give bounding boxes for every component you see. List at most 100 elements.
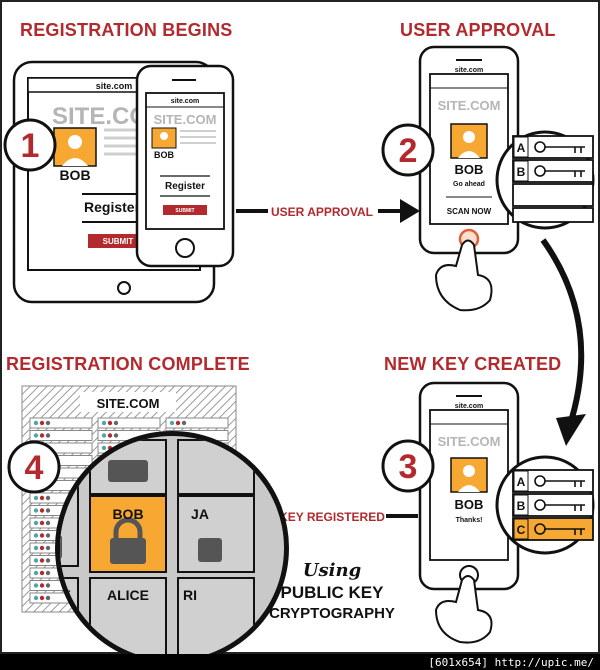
step-3-title: NEW KEY CREATED	[384, 354, 562, 374]
server-led	[113, 433, 119, 438]
arrow-user-approval: USER APPROVAL	[236, 199, 420, 223]
tablet-submit-button	[88, 234, 148, 248]
phone1-register-heading: Register	[165, 181, 205, 192]
server-led	[101, 433, 107, 438]
server-led	[33, 583, 39, 588]
lens-user-ri: RI	[183, 587, 197, 603]
server-led	[45, 520, 51, 526]
step-2-title: USER APPROVAL	[400, 20, 556, 40]
server-led	[101, 420, 107, 426]
server-led	[107, 420, 113, 426]
phone3-site-title: SITE.COM	[438, 434, 501, 449]
server-unit	[29, 430, 93, 441]
server-led	[39, 520, 45, 526]
server-led	[39, 570, 45, 576]
key-icon	[534, 141, 585, 177]
server-led	[45, 508, 51, 513]
server-led	[101, 445, 107, 451]
caption-line-2: CRYPTOGRAPHY	[269, 605, 395, 622]
server-led	[33, 495, 39, 501]
server-led	[33, 520, 39, 526]
lens-user-alice: ALICE	[107, 587, 149, 603]
server-led	[39, 420, 45, 426]
server-led	[169, 420, 175, 426]
server-led	[39, 533, 45, 538]
arrow-new-key	[540, 238, 586, 446]
key2-a-label: A	[517, 141, 526, 155]
phone-2: site.com SITE.COM BOB Go ahead SCAN NOW	[418, 45, 520, 255]
server-led	[33, 508, 39, 513]
lock-icon	[110, 517, 146, 564]
server-led	[39, 558, 45, 563]
tablet-register-heading: Register	[84, 199, 141, 215]
server-led	[33, 533, 39, 538]
server-unit	[165, 417, 229, 429]
server-led	[39, 595, 45, 601]
server-led	[39, 433, 45, 438]
footer-bar: [601x654] http://upic.me/	[0, 654, 600, 670]
server-led	[45, 433, 51, 438]
server-unit	[29, 417, 93, 429]
key-icon	[534, 475, 585, 535]
phone2-message: Go ahead	[453, 181, 485, 188]
tablet-user-name: BOB	[59, 167, 90, 183]
server-title: SITE.COM	[97, 396, 160, 411]
step-4-badge: 4	[7, 440, 61, 494]
lock-icon	[108, 460, 148, 482]
server-led	[45, 570, 51, 576]
step-4-number: 4	[25, 449, 44, 487]
server-led	[39, 583, 45, 588]
server-led	[113, 420, 119, 426]
hand-pointer-icon	[434, 575, 493, 644]
phone3-message: Thanks!	[456, 517, 483, 524]
step-3-badge: 3	[381, 439, 435, 493]
keychain-3: A B C	[495, 455, 595, 555]
server-led	[33, 595, 39, 601]
phone1-submit-button	[163, 205, 207, 215]
step-1-number: 1	[21, 127, 40, 165]
phone2-site-title: SITE.COM	[438, 98, 501, 113]
phone1-url: site.com	[171, 98, 199, 105]
lock-icon	[198, 538, 222, 562]
phone-1: site.com SITE.COM BOB Register SUBMIT	[135, 64, 235, 268]
arrow-user-approval-label: USER APPROVAL	[271, 205, 373, 219]
step-2-badge: 2	[381, 123, 435, 177]
arrow-key-registered-label: KEY REGISTERED	[279, 510, 385, 524]
step-2-number: 2	[399, 132, 418, 170]
server-led	[33, 570, 39, 576]
keychain-2: A B	[495, 130, 595, 230]
server-led	[33, 420, 39, 426]
tablet-submit-label: SUBMIT	[103, 237, 134, 246]
lens-user-ja: JA	[191, 506, 209, 522]
server-led	[45, 583, 51, 588]
server-led	[107, 433, 113, 438]
key3-b-label: B	[517, 499, 526, 513]
step-4-title: REGISTRATION COMPLETE	[6, 354, 250, 374]
phone3-user-name: BOB	[455, 497, 484, 512]
step-3-number: 3	[399, 448, 418, 486]
lens-user-bob: BOB	[112, 506, 143, 522]
server-led	[39, 495, 45, 501]
server-led	[45, 595, 51, 601]
server-led	[39, 508, 45, 513]
server-unit	[97, 417, 161, 429]
phone1-site-title: SITE.COM	[154, 112, 217, 127]
key2-b-label: B	[517, 165, 526, 179]
footer-text: [601x654] http://upic.me/	[428, 656, 594, 669]
server-led	[33, 545, 39, 551]
server-led	[45, 420, 51, 426]
phone1-submit-label: SUBMIT	[175, 208, 194, 214]
server-led	[45, 495, 51, 501]
caption-line-1: PUBLIC KEY	[281, 583, 385, 602]
server-led	[45, 533, 51, 538]
step-1-title: REGISTRATION BEGINS	[20, 20, 233, 40]
server-led	[175, 420, 181, 426]
step-1-badge: 1	[3, 118, 57, 172]
phone2-user-name: BOB	[455, 162, 484, 177]
server-led	[39, 545, 45, 551]
phone3-url: site.com	[455, 403, 483, 410]
server-led	[45, 545, 51, 551]
phone1-user-name: BOB	[154, 150, 175, 160]
phone2-scan-now: SCAN NOW	[447, 207, 492, 216]
